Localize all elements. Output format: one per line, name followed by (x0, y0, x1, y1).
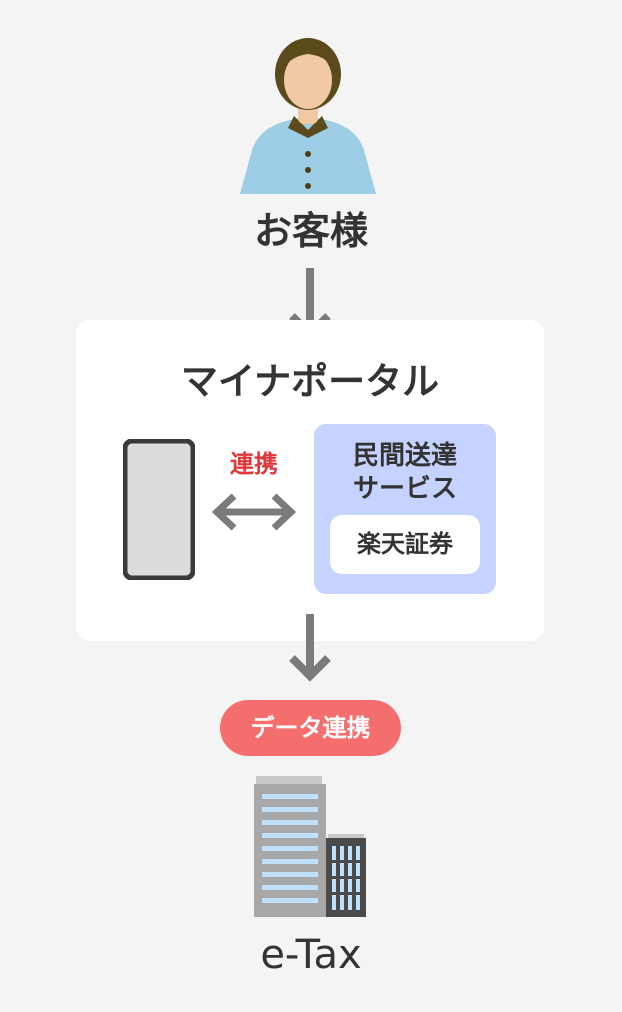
customer-person-icon (240, 38, 376, 194)
data-link-badge (220, 700, 401, 756)
link-label: 連携 (230, 450, 278, 478)
mynaportal-title: マイナポータル (180, 360, 440, 403)
customer-label: お客様 (253, 209, 368, 253)
delivery-service-title: 民間送達 サービス (352, 441, 457, 504)
building-icon (254, 776, 366, 917)
double-arrow-icon (212, 493, 296, 531)
etax-label: e-Tax (260, 932, 362, 978)
provider-pill (330, 515, 480, 574)
arrow-down-icon (289, 614, 331, 682)
data-link-label: データ連携 (250, 714, 371, 742)
provider-label: 楽天証券 (357, 530, 453, 558)
smartphone-icon (123, 439, 195, 580)
